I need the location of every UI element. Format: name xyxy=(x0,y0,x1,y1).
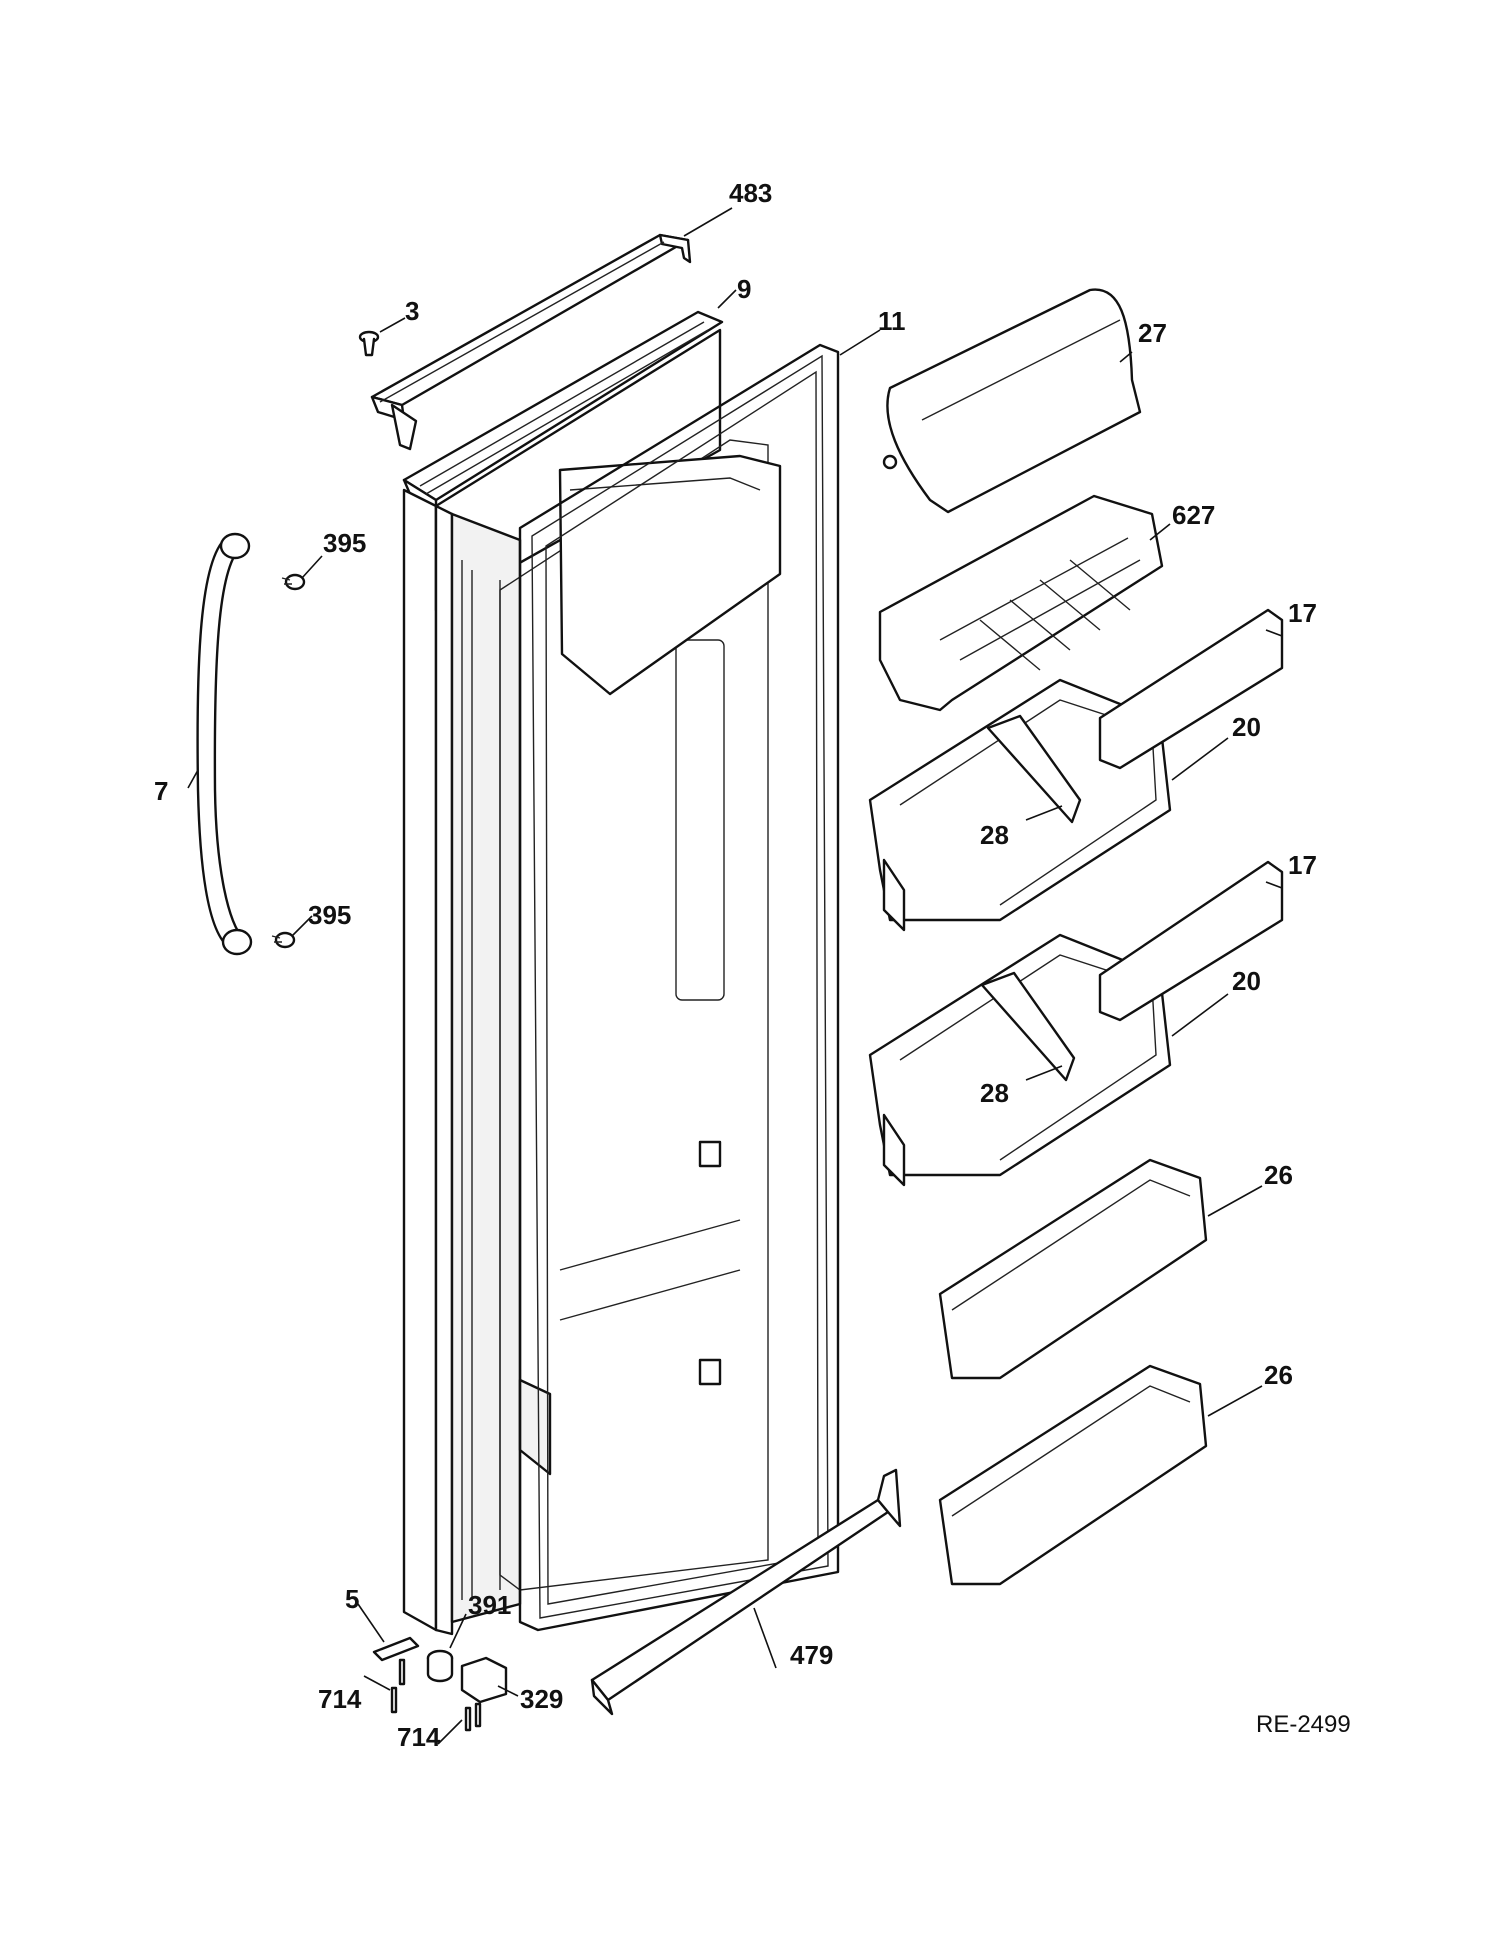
callout-7: 7 xyxy=(154,776,168,806)
callout-27: 27 xyxy=(1138,318,1167,348)
part-329-cam-switch[interactable] xyxy=(460,1656,508,1704)
part-26-door-bin-lower[interactable] xyxy=(938,1364,1208,1586)
callout-11: 11 xyxy=(878,306,906,336)
part-17-shelf-retainer-upper[interactable] xyxy=(1098,608,1284,770)
callout-3: 3 xyxy=(405,296,419,326)
callout-627: 627 xyxy=(1172,500,1215,530)
callout-28-upper: 28 xyxy=(980,820,1009,850)
part-26-door-bin-upper[interactable] xyxy=(938,1158,1208,1380)
part-5-hinge-bracket[interactable] xyxy=(372,1636,420,1662)
part-714-screw-right[interactable] xyxy=(464,1702,482,1732)
callout-714-left: 714 xyxy=(318,1684,362,1714)
callout-20-upper: 20 xyxy=(1232,712,1261,742)
callout-483: 483 xyxy=(729,178,772,208)
callout-26-upper: 26 xyxy=(1264,1160,1293,1190)
part-479-bottom-trim[interactable] xyxy=(590,1468,902,1716)
part-7-handle[interactable] xyxy=(196,532,253,956)
leader-lines xyxy=(187,207,1283,1745)
part-3-screw[interactable] xyxy=(358,330,380,357)
callout-395-upper: 395 xyxy=(323,528,366,558)
callout-9: 9 xyxy=(737,274,751,304)
part-714-screw-left[interactable] xyxy=(390,1658,406,1714)
callout-28-lower: 28 xyxy=(980,1078,1009,1108)
callout-391: 391 xyxy=(468,1590,511,1620)
callout-479: 479 xyxy=(790,1640,833,1670)
callout-20-lower: 20 xyxy=(1232,966,1261,996)
part-395-screw-upper[interactable] xyxy=(281,573,306,591)
callout-5: 5 xyxy=(345,1584,359,1614)
callout-329: 329 xyxy=(520,1684,563,1714)
callout-labels: 483 3 9 11 27 627 395 7 395 17 20 28 17 … xyxy=(154,178,1317,1752)
part-9-door-cap[interactable] xyxy=(402,310,724,514)
part-28-divider-lower[interactable] xyxy=(980,971,1076,1082)
part-391-bushing[interactable] xyxy=(426,1649,454,1683)
callout-395-lower: 395 xyxy=(308,900,351,930)
callout-26-lower: 26 xyxy=(1264,1360,1293,1390)
part-483-top-trim[interactable] xyxy=(370,233,692,451)
part-28-divider-upper[interactable] xyxy=(986,714,1082,824)
callout-17-lower: 17 xyxy=(1288,850,1317,880)
callout-17-upper: 17 xyxy=(1288,598,1317,628)
part-395-screw-lower[interactable] xyxy=(271,931,296,949)
callout-714-right: 714 xyxy=(397,1722,441,1752)
part-27-dairy-cover[interactable] xyxy=(882,288,1142,514)
door-liner xyxy=(499,439,782,1591)
part-17-shelf-retainer-lower[interactable] xyxy=(1098,860,1284,1022)
diagram-reference-code: RE-2499 xyxy=(1256,1711,1351,1738)
part-627-egg-tray[interactable] xyxy=(878,494,1164,712)
